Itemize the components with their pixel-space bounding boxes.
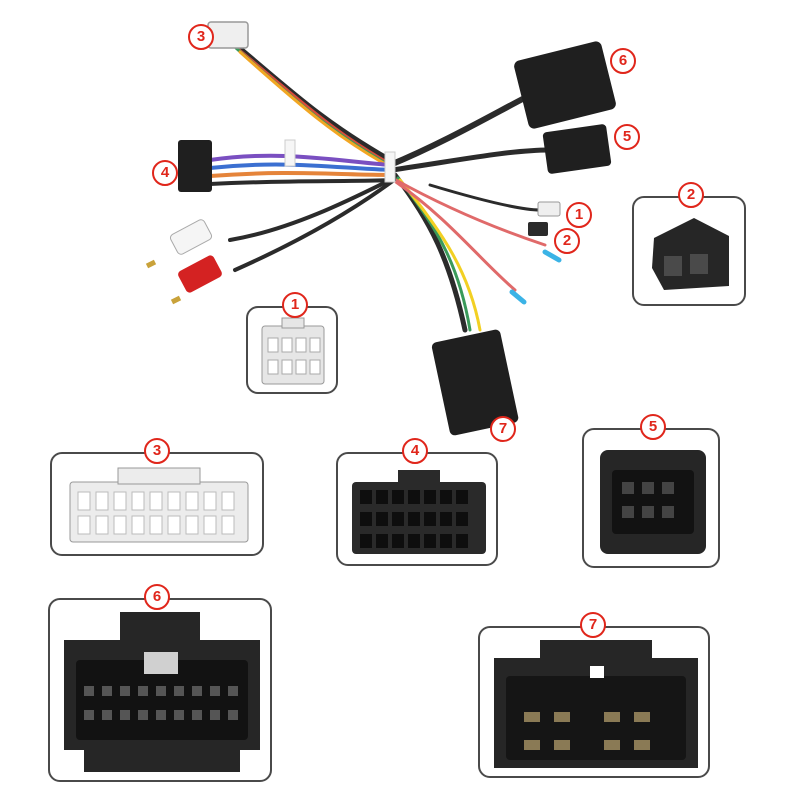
inset-connector-6 xyxy=(48,598,272,782)
label-badge-3-inset: 3 xyxy=(144,438,170,464)
label-badge-6-main: 6 xyxy=(610,48,636,74)
inset-connector-7 xyxy=(478,626,710,778)
black-connector-7-image xyxy=(494,640,698,768)
label-badge-3-main: 3 xyxy=(188,24,214,50)
label-badge-5-main: 5 xyxy=(614,124,640,150)
inset-connector-2 xyxy=(632,196,746,306)
inset-connector-3 xyxy=(50,452,264,556)
label-badge-2-main: 2 xyxy=(554,228,580,254)
label-badge-4-main: 4 xyxy=(152,160,178,186)
label-badge-1-inset: 1 xyxy=(282,292,308,318)
label-badge-4-inset: 4 xyxy=(402,438,428,464)
white-connector-3-image xyxy=(69,467,249,543)
black-connector-5-image xyxy=(600,450,706,554)
black-connector-6-image xyxy=(64,612,260,772)
label-badge-2-inset: 2 xyxy=(678,182,704,208)
label-badge-1-main: 1 xyxy=(566,202,592,228)
inset-connector-4 xyxy=(336,452,498,566)
inset-connector-1 xyxy=(246,306,338,394)
black-connector-4-image xyxy=(352,470,486,554)
white-connector-1-image xyxy=(261,317,325,385)
label-badge-5-inset: 5 xyxy=(640,414,666,440)
label-badge-7-main: 7 xyxy=(490,416,516,442)
label-badge-7-inset: 7 xyxy=(580,612,606,638)
inset-connector-5 xyxy=(582,428,720,568)
label-badge-6-inset: 6 xyxy=(144,584,170,610)
black-connector-2-image xyxy=(652,218,729,290)
